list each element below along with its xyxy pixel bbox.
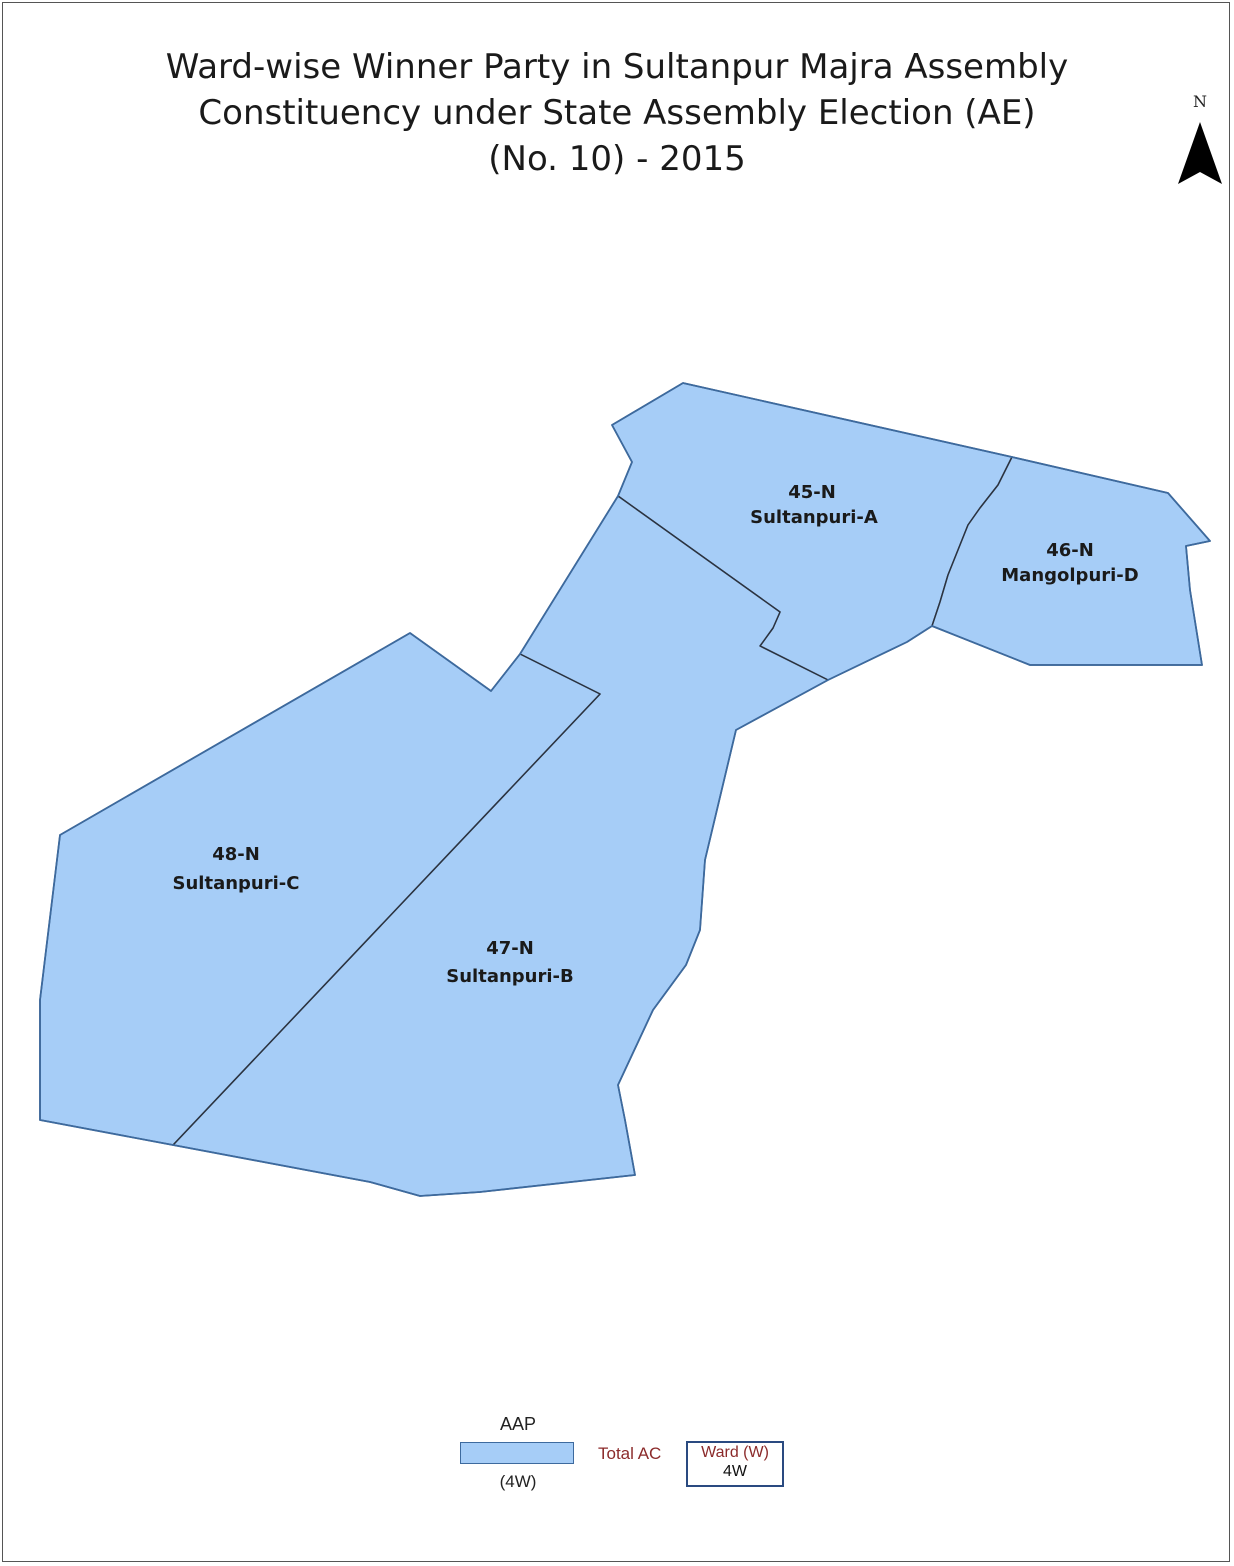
ward-name-label: Sultanpuri-A [750,507,878,528]
ward-name-label: Sultanpuri-B [446,966,573,987]
legend-ward-total-value: 4W [723,1463,747,1480]
north-label: N [1193,92,1207,111]
map-title: Ward-wise Winner Party in Sultanpur Majr… [0,44,1234,182]
map-title-line-3: (No. 10) - 2015 [488,139,746,179]
north-arrow-icon [1178,122,1222,184]
legend-party-count: (4W) [499,1472,537,1491]
north-arrow: N [1172,92,1228,192]
legend-party-label: AAP [499,1414,537,1434]
ward-code-label: 47-N [486,938,534,959]
legend-ward-header: Ward (W) [701,1444,769,1461]
map-title-line-2: Constituency under State Assembly Electi… [198,93,1036,133]
ward-name-label: Sultanpuri-C [173,873,300,894]
ward-name-label: Mangolpuri-D [1001,565,1138,586]
legend-total-ac-label: Total AC [598,1444,662,1463]
ward-code-label: 46-N [1046,540,1094,561]
legend-ward-total-box: Ward (W) 4W [686,1441,784,1487]
ward-code-label: 45-N [788,482,836,503]
map-title-line-1: Ward-wise Winner Party in Sultanpur Majr… [165,47,1069,87]
constituency-boundary [39,382,1211,1197]
legend-aap-swatch [460,1442,574,1464]
ward-code-label: 48-N [212,844,260,865]
